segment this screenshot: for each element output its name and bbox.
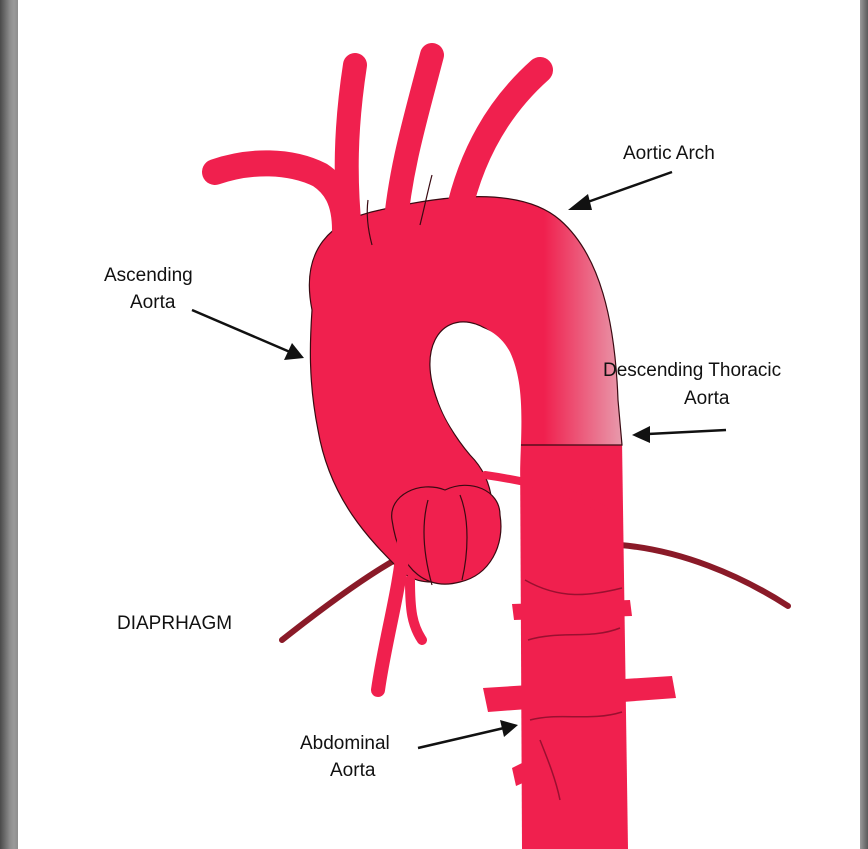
diaphragm-left: [282, 560, 395, 640]
diaphragm-right: [620, 545, 788, 606]
label-ascending-aorta-line2: Aorta: [130, 291, 175, 315]
left-subclavian-artery: [458, 70, 540, 215]
arrow-descending-aorta: [632, 426, 726, 443]
arrow-aortic-arch: [568, 172, 672, 210]
label-descending-aorta-line2: Aorta: [684, 387, 729, 411]
label-aortic-arch: Aortic Arch: [623, 142, 715, 166]
right-carotid-artery: [347, 65, 355, 232]
label-descending-aorta-line1: Descending Thoracic: [603, 359, 781, 383]
label-abdominal-aorta-line1: Abdominal: [300, 732, 390, 756]
descending-aorta: [520, 440, 628, 849]
arrow-ascending-aorta: [192, 310, 304, 360]
arrow-abdominal-aorta: [418, 720, 518, 748]
label-ascending-aorta-line1: Ascending: [104, 264, 193, 288]
label-abdominal-aorta-line2: Aorta: [330, 759, 375, 783]
brachiocephalic-artery: [215, 163, 345, 230]
coronary-branch-2: [410, 580, 422, 640]
label-diaphragm: DIAPRHAGM: [117, 612, 232, 636]
